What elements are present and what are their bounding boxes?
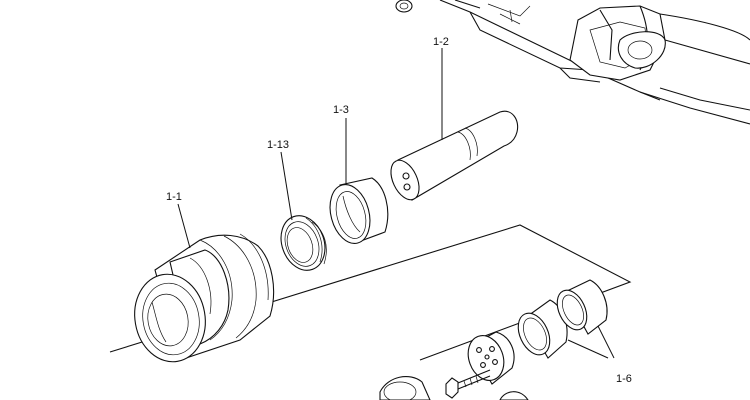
bolt: [445, 369, 491, 399]
collar-bottom: [379, 376, 529, 400]
part-1-2-shaft: [390, 110, 519, 201]
part-1-3-bushing: [329, 177, 389, 244]
callout-1-3: 1-3: [333, 104, 349, 116]
frame-assembly-top: [395, 0, 750, 125]
part-1-6-bushings: [517, 279, 608, 359]
leader-1-1: [177, 203, 191, 249]
flange-plate: [467, 331, 515, 385]
part-1-1-roller: [134, 233, 275, 363]
callout-1-6: 1-6: [616, 373, 632, 385]
leader-1-13: [280, 151, 293, 221]
part-1-13-seal: [280, 215, 327, 271]
callout-1-2: 1-2: [433, 36, 449, 48]
callout-1-1: 1-1: [166, 191, 182, 203]
callout-1-13: 1-13: [267, 139, 289, 151]
leader-1-6b: [597, 325, 615, 359]
leader-1-6a: [567, 339, 609, 359]
